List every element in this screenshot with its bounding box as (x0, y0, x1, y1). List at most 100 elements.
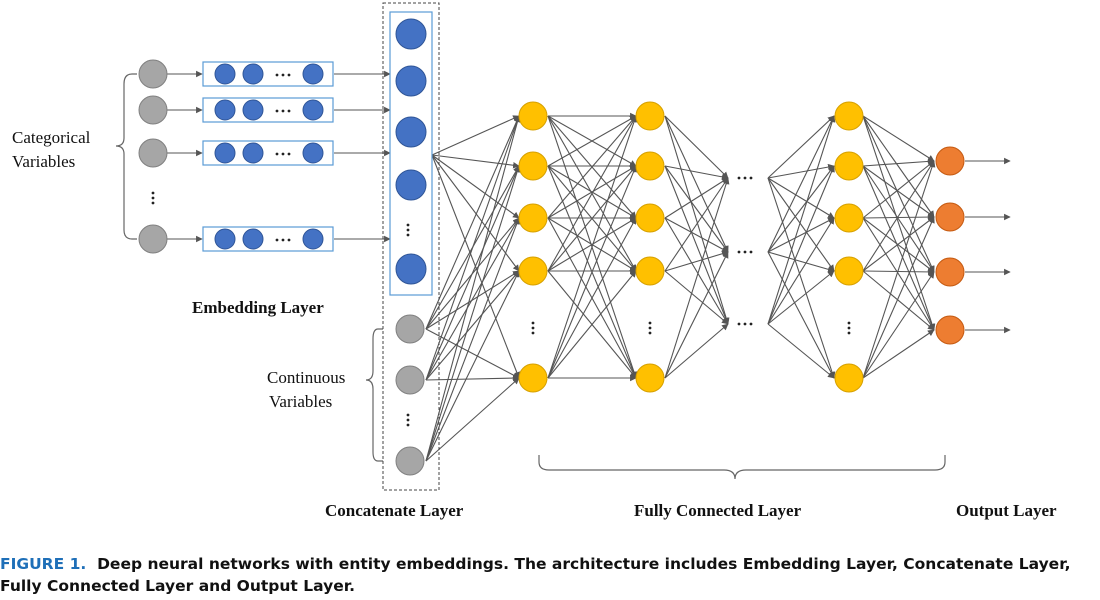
ellipsis-dot (287, 73, 291, 77)
embedding-node (242, 99, 264, 121)
embedding-node (302, 99, 324, 121)
hidden-node-layer3 (834, 101, 864, 131)
edge (862, 165, 935, 218)
edge (767, 165, 835, 325)
embedding-node (242, 63, 264, 85)
ellipsis-dot (287, 238, 291, 242)
ellipsis-dot (847, 321, 851, 325)
edge (862, 160, 935, 272)
edge (425, 374, 520, 382)
edge (664, 217, 729, 325)
ellipsis-dot (275, 73, 279, 77)
ellipsis-dot (749, 176, 753, 180)
fully-connected-layer-label: Fully Connected Layer (634, 501, 802, 520)
edge (547, 165, 637, 379)
embedding-node (242, 142, 264, 164)
embedding-node (214, 99, 236, 121)
edge (425, 217, 520, 462)
embedding-node (214, 228, 236, 250)
embedding-node (242, 228, 264, 250)
hidden-node-layer2 (635, 363, 665, 393)
ellipsis-dot (531, 331, 535, 335)
continuous-input-node (395, 446, 425, 476)
figure-caption: FIGURE 1. Deep neural networks with enti… (0, 553, 1100, 597)
edge (425, 115, 521, 381)
hidden2-ellipsis (648, 321, 652, 335)
embedding-stack-box (389, 11, 433, 296)
ellipsis-dot (648, 321, 652, 325)
network-shapes (115, 2, 965, 491)
edge (767, 251, 835, 273)
edge (767, 323, 835, 379)
edge (862, 115, 935, 218)
edge (767, 251, 835, 379)
edge (767, 115, 835, 179)
concat-embedding-node (395, 169, 427, 201)
edge (431, 115, 520, 156)
edge (862, 270, 935, 331)
edge (767, 270, 835, 325)
edge (425, 270, 520, 381)
edge (664, 115, 729, 253)
concat-embedding-node (395, 18, 427, 50)
edge (547, 270, 637, 379)
concat-embedding-ellipsis (406, 223, 410, 237)
hidden3-ellipsis (847, 321, 851, 335)
ellipsis-dot (281, 73, 285, 77)
concat-embedding-node (395, 65, 427, 97)
categorical-input-node (138, 95, 168, 125)
edge (547, 115, 638, 379)
edge (664, 165, 729, 325)
ellipsis-dot (275, 152, 279, 156)
ellipsis-dot (847, 326, 851, 330)
edge (425, 328, 520, 379)
hidden-node-layer1 (518, 203, 548, 233)
ellipsis-dot (648, 331, 652, 335)
categorical-input-node (138, 224, 168, 254)
caption-text: Deep neural networks with entity embeddi… (0, 555, 1071, 595)
categorical-ellipsis (151, 191, 155, 205)
edge (425, 270, 520, 462)
ellipsis-dot (406, 418, 410, 422)
output-layer-label: Output Layer (956, 501, 1057, 520)
edge (767, 165, 835, 253)
ellipsis-dot (151, 201, 155, 205)
edge (431, 154, 520, 272)
figure-number: FIGURE 1. (0, 555, 87, 573)
edge (664, 165, 729, 253)
continuous-input-node (395, 314, 425, 344)
embedding-ellipsis (275, 238, 291, 242)
edge (862, 115, 935, 162)
network-edges (167, 70, 1011, 462)
ellipsis-dot (406, 223, 410, 227)
ellipsis-dot (648, 326, 652, 330)
ellipsis-dot (737, 322, 741, 326)
ellipsis-dot (743, 322, 747, 326)
edge (862, 329, 935, 379)
ellipsis-dot (275, 109, 279, 113)
embedding-ellipsis (275, 109, 291, 113)
concatenate-layer-box (382, 2, 440, 491)
edge (862, 216, 935, 379)
ellipsis-dot (406, 228, 410, 232)
edge (862, 160, 936, 379)
edge (862, 115, 935, 273)
edge (767, 163, 835, 179)
categorical-brace (115, 73, 137, 240)
ellipsis-dot (531, 326, 535, 330)
edge (862, 217, 935, 331)
hidden-node-layer1 (518, 363, 548, 393)
ellipsis-dot (737, 176, 741, 180)
edge (862, 216, 935, 272)
output-node (935, 315, 965, 345)
edge (664, 177, 730, 379)
hidden-middle-ellipsis (737, 176, 753, 180)
edge (425, 115, 521, 462)
hidden-middle-ellipsis (737, 250, 753, 254)
ellipsis-dot (743, 250, 747, 254)
embedding-ellipsis (275, 152, 291, 156)
hidden-node-layer2 (635, 256, 665, 286)
hidden-node-layer2 (635, 101, 665, 131)
edge (425, 377, 520, 462)
edge (767, 177, 836, 379)
